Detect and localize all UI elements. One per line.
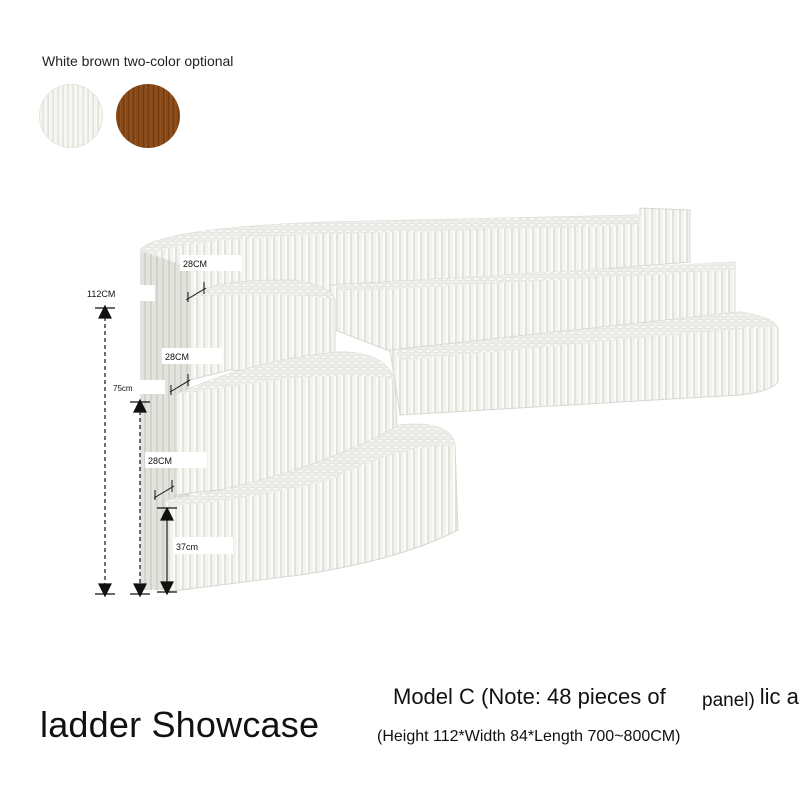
height-dimension-37 — [157, 506, 177, 596]
model-note: Model C (Note: 48 pieces of lic a — [393, 684, 799, 710]
depth-label-mid: 28CM — [165, 352, 189, 362]
height-label-37: 37cm — [176, 542, 198, 552]
panel-label: panel) — [700, 690, 757, 712]
depth-dimension-low — [153, 480, 175, 500]
depth-dimension-mid — [169, 374, 191, 395]
model-note-tail: lic a — [759, 684, 799, 709]
height-label-112: 112CM — [87, 289, 115, 299]
white-color-swatch[interactable] — [39, 84, 103, 148]
product-title: ladder Showcase — [40, 704, 320, 745]
lower-tier-band — [389, 311, 779, 416]
front-curve-segment — [164, 423, 459, 593]
depth-label-low: 28CM — [148, 456, 172, 466]
height-dimension-112 — [95, 304, 115, 598]
color-options-caption: White brown two-color optional — [42, 53, 234, 69]
height-label-75: 75cm — [113, 384, 133, 393]
height-dimension-75 — [130, 398, 150, 598]
size-specification: (Height 112*Width 84*Length 700~800CM) — [377, 728, 681, 745]
depth-label-top: 28CM — [183, 259, 207, 269]
model-note-text: Model C (Note: 48 pieces of — [393, 684, 666, 709]
depth-dimension-top — [185, 282, 207, 302]
brown-color-swatch[interactable] — [116, 84, 180, 148]
